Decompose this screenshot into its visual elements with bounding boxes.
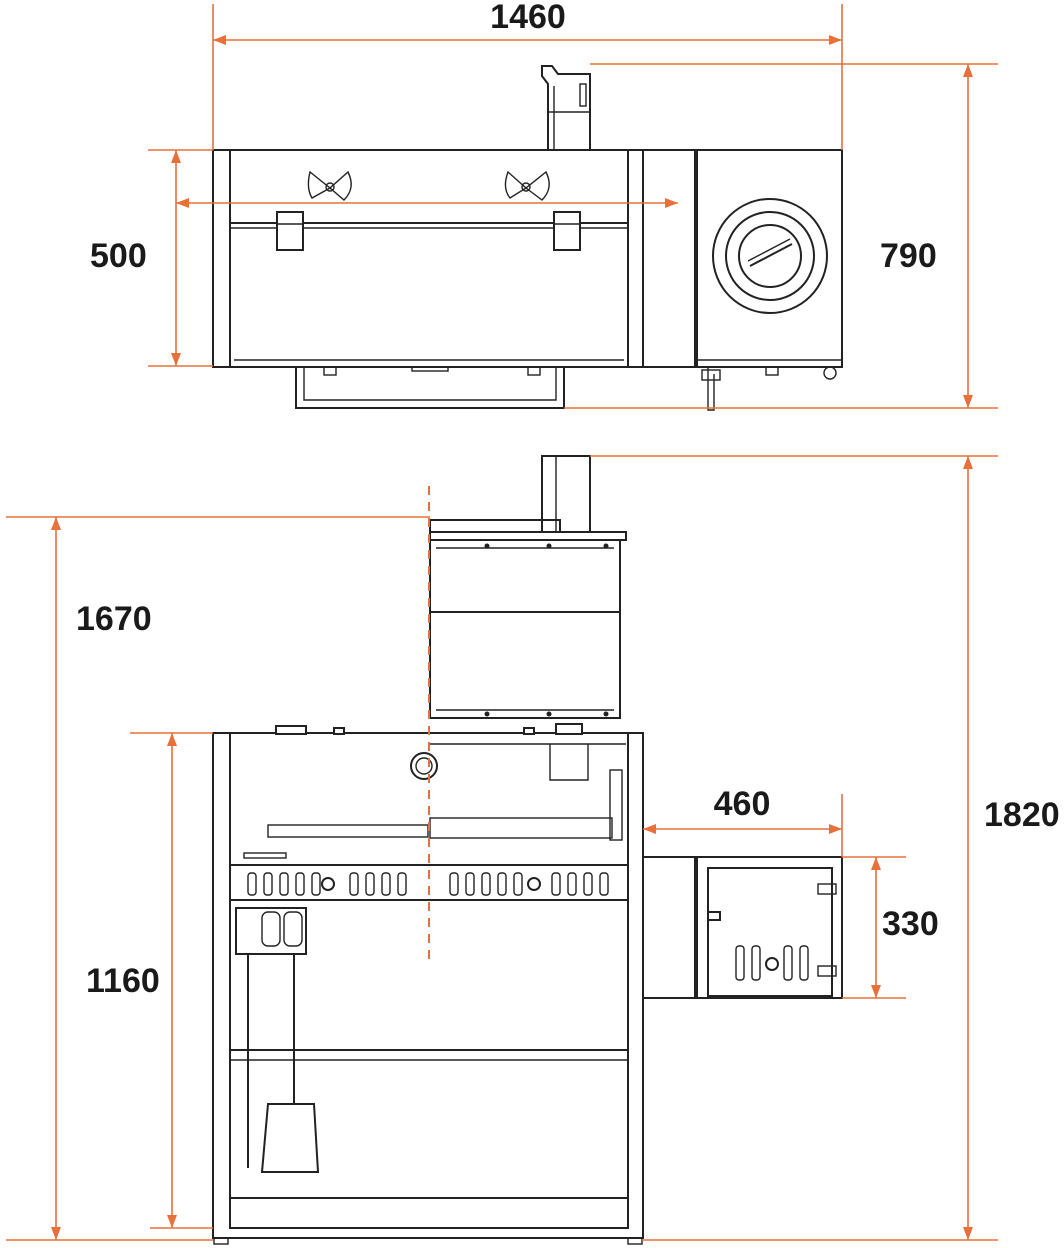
top-side-panel [642,149,696,368]
top-grill-body [212,149,644,368]
front-view [212,455,843,1245]
label-overall-depth: 790 [880,237,937,275]
label-grill-depth: 500 [90,237,147,275]
label-overall-width: 1460 [490,0,566,36]
dimension-height-330: 330 [842,856,939,999]
label-lid-open-height: 1670 [76,600,152,638]
dimension-height-1820: 1820 [590,455,1060,1241]
dimension-width-1460: 1460 [212,0,843,150]
dimension-height-1670: 1670 [6,516,430,1241]
label-firebox-door-height: 330 [882,905,939,943]
top-firebox [696,149,843,411]
dimension-depth-790: 790 [564,63,998,409]
label-overall-height: 1820 [984,796,1060,834]
dimension-depth-500: 500 [90,149,678,367]
front-ash-tool [235,907,320,1173]
label-work-height: 1160 [86,962,160,1000]
front-open-lid [429,519,627,719]
top-view [212,65,843,411]
label-firebox-width: 460 [714,785,771,823]
top-frame [295,366,565,409]
front-vent-slots [247,872,609,896]
dimension-width-460: 460 [643,785,843,857]
front-cabinet [212,723,644,1245]
top-chimney [541,65,591,150]
front-side-firebox [642,856,843,999]
dimension-height-1160: 1160 [86,732,213,1229]
